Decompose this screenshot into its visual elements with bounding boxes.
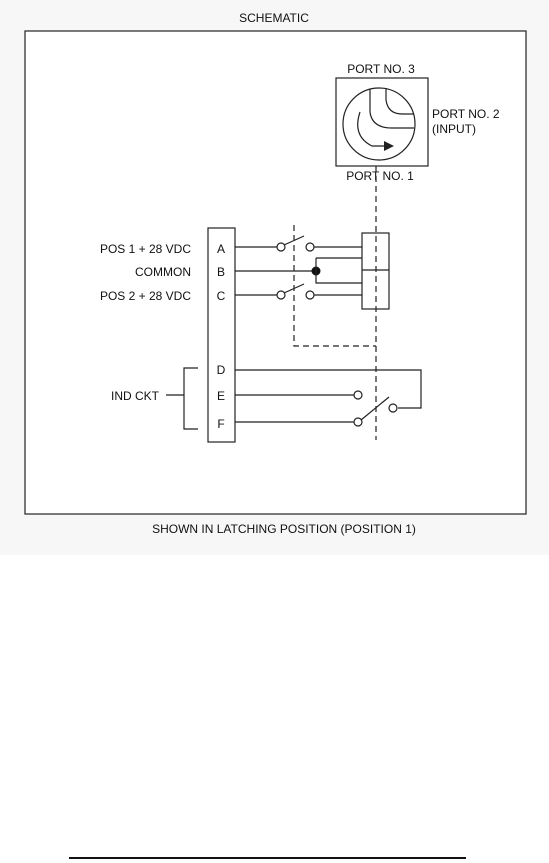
switch-linkage: [293, 225, 376, 347]
schematic-title: SCHEMATIC: [239, 11, 309, 25]
pin-d: D: [217, 363, 226, 377]
pin-b: B: [217, 265, 225, 279]
port-3-label: PORT NO. 3: [347, 62, 415, 76]
switch-c: [235, 283, 362, 300]
valve-passage-inner: [369, 89, 414, 129]
pin-f: F: [217, 417, 224, 431]
schematic-caption: SHOWN IN LATCHING POSITION (POSITION 1): [152, 522, 416, 536]
pos-2-label: POS 2 + 28 VDC: [100, 289, 191, 303]
valve-rotor: [342, 87, 416, 161]
port-2-label: PORT NO. 2: [432, 107, 500, 121]
common-label: COMMON: [135, 265, 191, 279]
schematic-diagram: SCHEMATIC PORT NO. 3 PORT NO. 2 (INPUT) …: [24, 11, 527, 536]
switch-a: [235, 235, 362, 252]
ind-ckt-bracket: [183, 367, 198, 430]
schematic-frame: [24, 30, 527, 515]
solenoid-block: [361, 232, 390, 310]
rotary-valve: [335, 77, 429, 167]
indicator-switch: [235, 369, 422, 427]
port-1-label: PORT NO. 1: [346, 169, 414, 183]
common-line: [235, 257, 362, 284]
ind-ckt-label: IND CKT: [111, 389, 160, 403]
rotation-arrow-path: [357, 111, 384, 147]
rotation-arrow-head: [384, 141, 394, 151]
pin-c: C: [217, 289, 226, 303]
page-footer-rule: [69, 857, 466, 859]
valve-body: [335, 77, 429, 167]
pin-e: E: [217, 389, 225, 403]
valve-passage-outer: [385, 88, 414, 115]
port-2-sublabel: (INPUT): [432, 122, 476, 136]
pin-a: A: [217, 242, 225, 256]
pos-1-label: POS 1 + 28 VDC: [100, 242, 191, 256]
connector-block: [207, 227, 236, 443]
